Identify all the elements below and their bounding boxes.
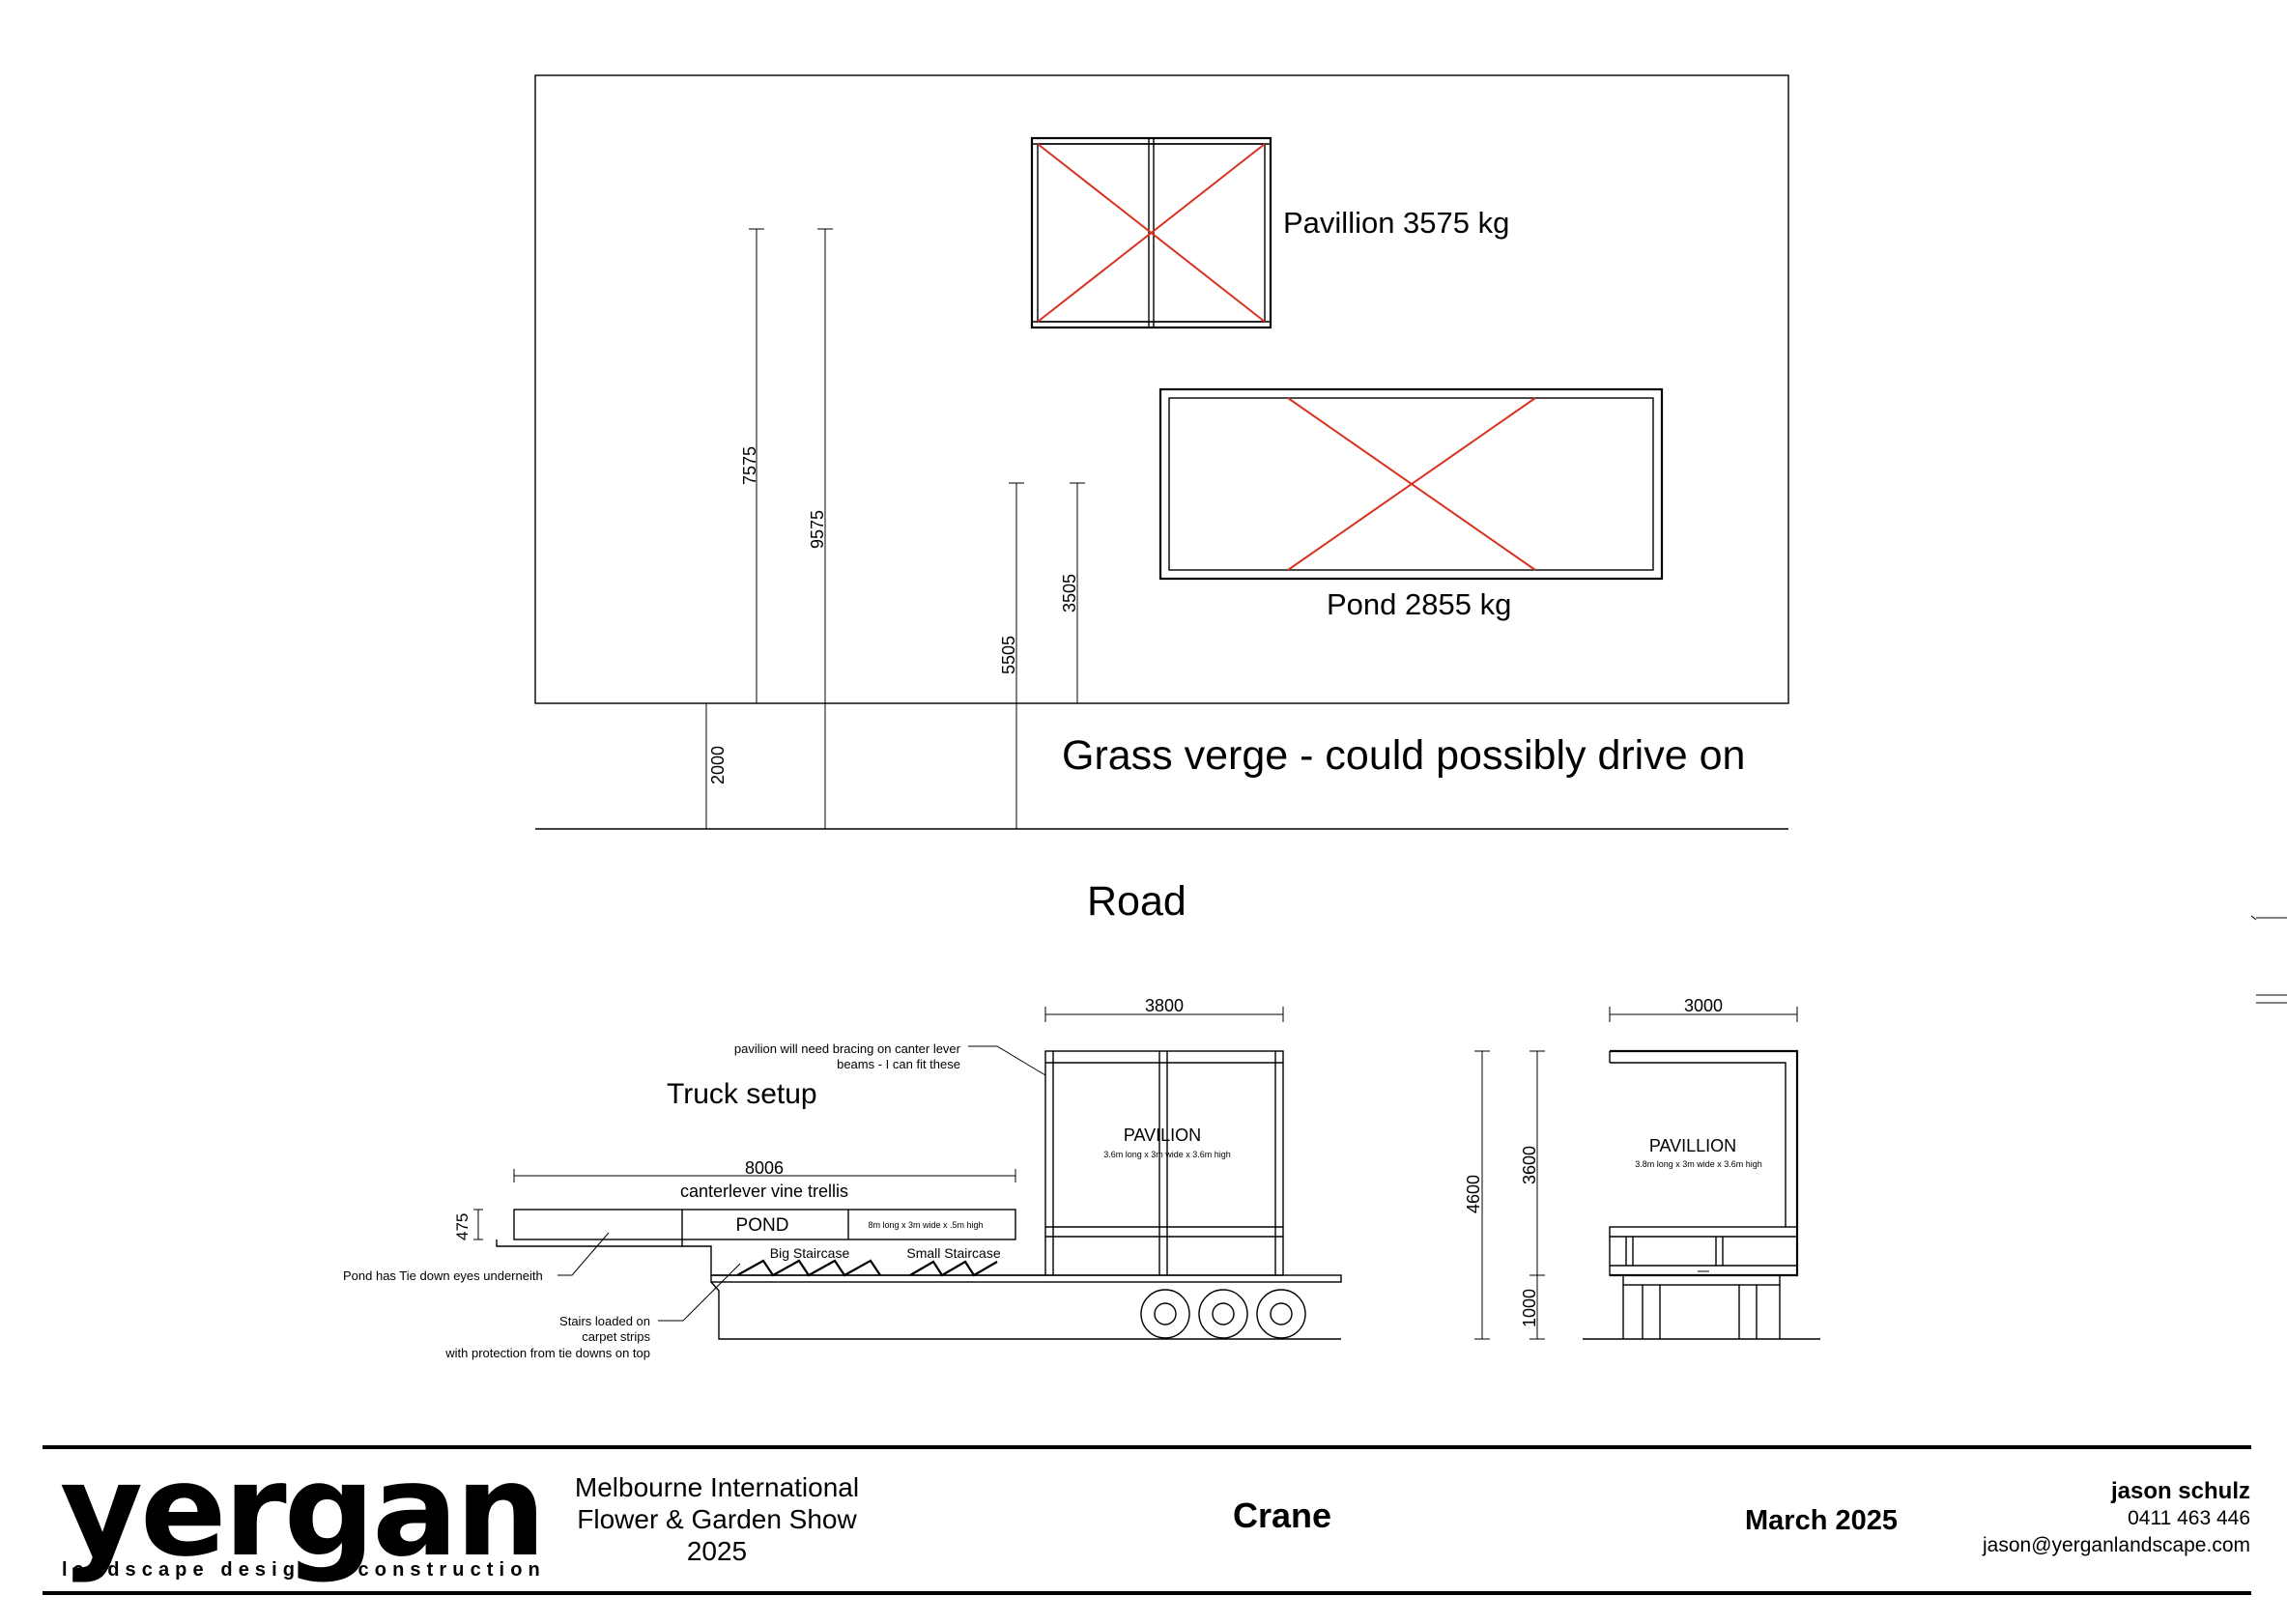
contact-email[interactable]: jason@yerganlandscape.com	[1983, 1534, 2250, 1556]
dim-3505: 3505	[1060, 574, 1079, 613]
end-trailer-chassis	[1583, 1274, 1820, 1340]
margin-marks	[2250, 915, 2287, 1004]
road-label: Road	[1087, 878, 1186, 925]
small-staircase	[909, 1260, 998, 1277]
pond-weight-label: Pond 2855 kg	[1327, 587, 1511, 621]
end-pavilion-label: PAVILLION	[1649, 1136, 1736, 1155]
truck-setup-title: Truck setup	[667, 1078, 817, 1110]
show-name-line-3: 2025	[686, 1536, 748, 1566]
dim-4600: 4600	[1464, 1175, 1483, 1213]
site-plan: Pavillion 3575 kg Pond 2855 kg 7575 9575…	[534, 74, 1789, 925]
dim-7575: 7575	[740, 446, 759, 485]
show-name-line-2: Flower & Garden Show	[577, 1504, 857, 1534]
big-staircase	[736, 1259, 881, 1277]
dim-3800: 3800	[1145, 996, 1184, 1015]
dim-9575: 9575	[808, 510, 827, 549]
stairs-note-line-3: with protection from tie downs on top	[444, 1346, 650, 1360]
pond-box-label: POND	[736, 1215, 789, 1236]
trellis-label: canterlever vine trellis	[680, 1182, 848, 1201]
site-boundary	[534, 74, 1789, 704]
stairs-note-line-2: carpet strips	[582, 1329, 650, 1344]
show-name: Melbourne International Flower & Garden …	[572, 1471, 862, 1567]
pavilion-plan	[1030, 136, 1272, 329]
dim-8006: 8006	[745, 1158, 784, 1178]
small-staircase-label: Small Staircase	[906, 1245, 1000, 1261]
contact-name: jason schulz	[2110, 1478, 2250, 1504]
dim-3000: 3000	[1684, 996, 1723, 1015]
sheet-date: March 2025	[1745, 1505, 1898, 1536]
truck-side-view: Truck setup pavilion will need bracing o…	[343, 996, 1342, 1360]
site-dimensions	[705, 228, 1085, 829]
truck-end-view: 3000 4600 3600 1000 PAVILLION 3.8m long …	[1464, 996, 1820, 1340]
big-staircase-label: Big Staircase	[770, 1245, 850, 1261]
sheet-title: Crane	[1233, 1496, 1332, 1535]
pond-tiedown-note: Pond has Tie down eyes underneith	[343, 1268, 543, 1283]
pond-box-size: 8m long x 3m wide x .5m high	[868, 1220, 983, 1230]
stairs-note-line-1: Stairs loaded on	[559, 1314, 650, 1328]
dim-475: 475	[453, 1213, 472, 1240]
grass-verge-label: Grass verge - could possibly drive on	[1062, 732, 1745, 779]
title-block-bottom-rule	[43, 1591, 2251, 1595]
trailer	[496, 1239, 1342, 1340]
dim-2000: 2000	[708, 746, 728, 784]
pavilion-box-size: 3.6m long x 3m wide x 3.6m high	[1103, 1150, 1231, 1159]
bracing-note-line-1: pavilion will need bracing on canter lev…	[734, 1041, 961, 1056]
title-block-top-rule	[43, 1445, 2251, 1449]
logo-tagline: landscape design + construction	[62, 1559, 546, 1581]
pavilion-on-truck	[1044, 1050, 1284, 1276]
contact-phone: 0411 463 446	[2128, 1507, 2250, 1529]
yergan-logo: yergan	[60, 1437, 546, 1585]
pond-plan	[1158, 387, 1664, 581]
bracing-note-line-2: beams - I can fit these	[837, 1057, 960, 1071]
show-name-line-1: Melbourne International	[574, 1472, 860, 1502]
pavilion-weight-label: Pavillion 3575 kg	[1283, 206, 1509, 240]
end-pavilion-size: 3.8m long x 3m wide x 3.6m high	[1635, 1159, 1762, 1169]
contact-block: jason schulz 0411 463 446 jason@yerganla…	[1983, 1478, 2250, 1559]
dim-1000: 1000	[1520, 1289, 1539, 1327]
dim-3600: 3600	[1520, 1146, 1539, 1184]
dim-5505: 5505	[999, 636, 1018, 674]
pavilion-box-label: PAVILION	[1124, 1125, 1201, 1145]
